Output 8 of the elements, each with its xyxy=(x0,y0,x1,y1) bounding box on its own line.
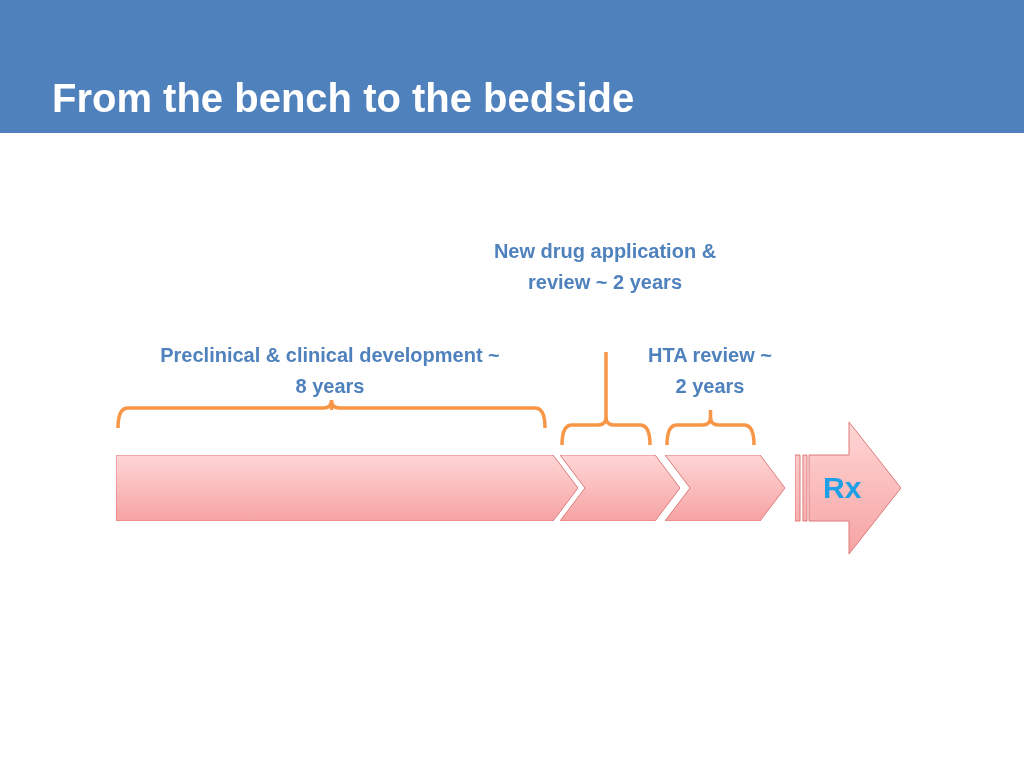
slide-title: From the bench to the bedside xyxy=(52,75,635,122)
duration-label: New drug application & review ~ 2 years xyxy=(492,239,718,295)
duration-label: Preclinical & clinical development ~ 8 years xyxy=(160,343,500,399)
chevron-shape xyxy=(560,455,680,521)
node-label: Rx xyxy=(823,470,862,506)
duration-label: HTA review ~ 2 years xyxy=(647,343,773,399)
block-arrow xyxy=(795,422,901,554)
chevron-shape xyxy=(665,455,785,521)
